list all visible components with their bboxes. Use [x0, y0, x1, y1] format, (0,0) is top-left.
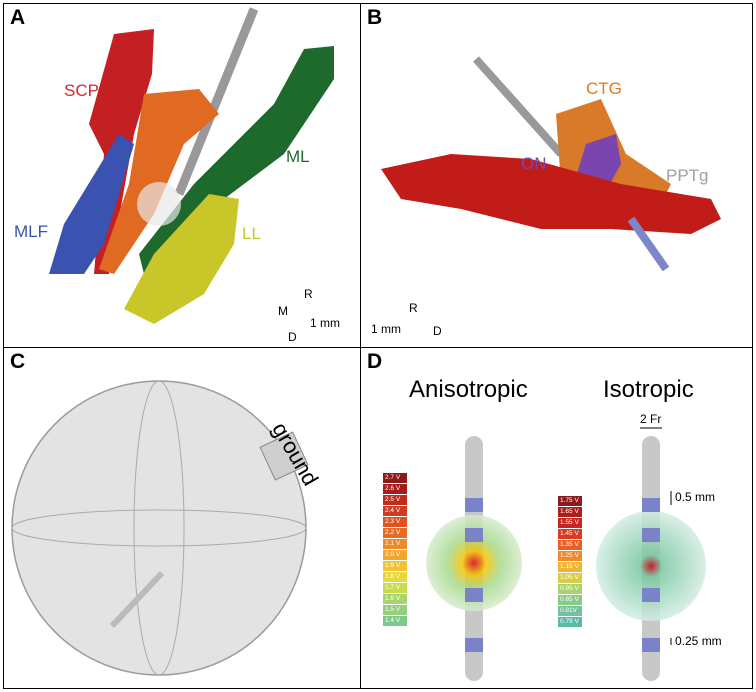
electrode-tip: [137, 182, 181, 226]
iso-title: Isotropic: [603, 376, 694, 403]
electrode-shaft: [473, 56, 564, 157]
iso-legend-item: 1.65 V: [558, 507, 582, 517]
aniso-legend-item: 1.7 V: [383, 583, 407, 593]
iso-legend-item: 0.79 V: [558, 617, 582, 627]
iso-legend-item: 1.75 V: [558, 496, 582, 506]
aniso-legend-item: 2.0 V: [383, 550, 407, 560]
aniso-legend-item: 1.9 V: [383, 561, 407, 571]
axis-d-label: D: [288, 330, 297, 344]
panel-b: B CTG ON PPTg R 1 mm D: [360, 3, 753, 348]
iso-contact-4: [642, 638, 660, 652]
aniso-legend-item: 2.5 V: [383, 495, 407, 505]
scale-label: 1 mm: [310, 316, 340, 330]
aniso-contact-4: [465, 638, 483, 652]
electrode-contacts: [627, 216, 670, 272]
panel-d: D Anisotropic Isotropic 2 Fr 0.5 mm 0.25…: [360, 347, 753, 689]
aniso-legend-item: 2.6 V: [383, 484, 407, 494]
aniso-legend-item: 2.7 V: [383, 473, 407, 483]
iso-legend-item: 0.95 V: [558, 584, 582, 594]
on-label: ON: [521, 154, 547, 173]
pptg-label: PPTg: [666, 166, 709, 185]
iso-contact-1: [642, 498, 660, 512]
sphere-equator: [11, 509, 307, 547]
iso-legend-item: 1.45 V: [558, 529, 582, 539]
aniso-legend-item: 1.8 V: [383, 572, 407, 582]
scale-025-label: 0.25 mm: [675, 634, 722, 648]
sphere: [11, 380, 307, 676]
mlf-label: MLF: [14, 222, 48, 241]
ctg-red-tract: [381, 154, 721, 234]
aniso-contact-2: [465, 528, 483, 542]
ll-label: LL: [242, 224, 261, 243]
sphere-meridian: [133, 380, 185, 676]
panel-a-render: [49, 7, 334, 324]
diameter-label: 2 Fr: [640, 412, 662, 426]
iso-legend-item: 1.35 V: [558, 540, 582, 550]
scale-05-label: 0.5 mm: [675, 490, 716, 504]
aniso-legend-item: 1.6 V: [383, 594, 407, 604]
aniso-contact-1: [465, 498, 483, 512]
aniso-legend-item: 2.2 V: [383, 528, 407, 538]
iso-legend-item: 1.55 V: [558, 518, 582, 528]
mlf-tract: [49, 134, 134, 274]
iso-legend-item: 0.85 V: [558, 595, 582, 605]
scale-label: 1 mm: [371, 322, 401, 336]
iso-legend-item: 1.15 V: [558, 562, 582, 572]
panel-b-render: [381, 56, 721, 272]
iso-field: [596, 511, 706, 621]
ll-tract: [124, 194, 239, 324]
ml-label: ML: [286, 147, 310, 166]
iso-contact-3: [642, 588, 660, 602]
panel-c: C ground: [3, 347, 361, 689]
panel-c-label: C: [10, 350, 26, 373]
aniso-title: Anisotropic: [409, 376, 528, 403]
iso-legend-item: 1.05 V: [558, 573, 582, 583]
panel-a-label: A: [10, 6, 26, 29]
scp-label: SCP: [64, 81, 99, 100]
iso-contact-2: [642, 528, 660, 542]
panel-a: A SCP MLF ML LL R M 1 mm D: [3, 3, 361, 348]
ctg-label: CTG: [586, 79, 622, 98]
ctg-tract: [99, 89, 219, 274]
axis-d-label: D: [433, 324, 442, 338]
iso-legend-item: 0.81V: [558, 606, 582, 616]
ml-tract: [139, 46, 334, 274]
ground-electrode: [259, 431, 309, 481]
electrode-shaft: [174, 7, 259, 196]
axis-m-label: M: [278, 304, 288, 318]
aniso-legend-item: 2.4 V: [383, 506, 407, 516]
electrode-lead: [109, 570, 165, 629]
aniso-legend-item: 2.1 V: [383, 539, 407, 549]
panel-b-label: B: [367, 6, 383, 29]
iso-legend-item: 1.25 V: [558, 551, 582, 561]
aniso-legend-item: 1.5 V: [383, 605, 407, 615]
axis-r-label: R: [304, 287, 313, 301]
aniso-field: [426, 515, 522, 611]
panel-d-render: [426, 427, 706, 681]
axis-r-label: R: [409, 301, 418, 315]
panel-c-render: [11, 380, 309, 676]
aniso-contact-3: [465, 588, 483, 602]
panel-d-label: D: [367, 350, 383, 373]
aniso-legend-item: 2.3 V: [383, 517, 407, 527]
aniso-legend-item: 1.4 V: [383, 616, 407, 626]
